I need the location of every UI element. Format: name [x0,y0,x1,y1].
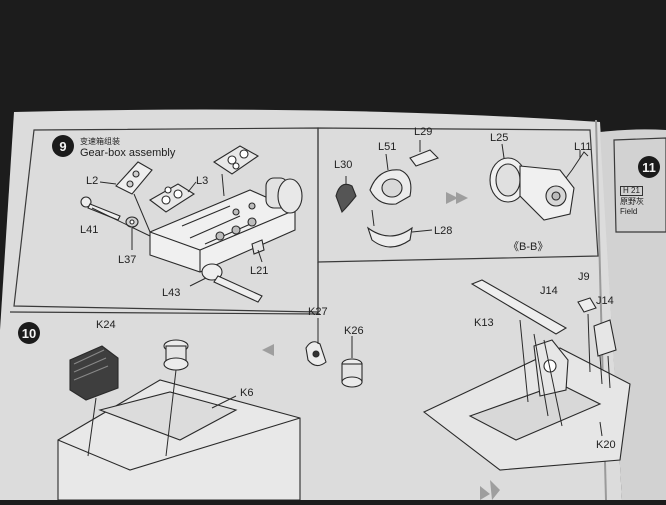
part-label-l3: L3 [196,175,209,187]
part-label-l51: L51 [378,141,397,153]
part-label-j9: J9 [578,271,590,283]
part-label-l29: L29 [414,126,433,138]
part-label-l25: L25 [490,132,509,144]
direction-arrow-bottom [480,480,500,500]
part-top-plate-drawing [212,145,260,175]
part-label-j14: J14 [540,285,558,297]
part-l41-drawing [80,196,121,221]
part-label-k20: K20 [596,439,616,451]
part-l2-drawing [115,161,153,195]
part-label-k13: K13 [474,317,494,329]
part-l3-drawing [149,183,196,213]
section-label-b-b: 《B-B》 [508,241,549,253]
part-j9-drawing [577,297,597,313]
part-label-j14-b: J14 [596,295,614,307]
part-l25-drawing [489,157,575,221]
direction-arrow-small [262,344,274,356]
paint-name-en: Field [620,207,638,216]
part-label-l21: L21 [250,265,269,277]
part-label-l30: L30 [334,159,353,171]
gearbox-drawing [149,177,303,273]
step-11-number: 11 [638,156,660,178]
part-k13-drawing [470,279,568,335]
step-9-title-en: Gear-box assembly [80,147,176,159]
step-10-number: 10 [18,322,40,344]
part-k6-drawing [57,379,301,501]
paint-name-cn: 原野灰 [620,197,644,206]
part-label-l43: L43 [162,287,181,299]
part-j14b-drawing [593,319,617,357]
part-l28-drawing [366,226,413,248]
part-label-k26: K26 [344,325,364,337]
step-9-title-cn: 变速箱组装 [80,137,120,146]
step-9-number: 9 [52,135,74,157]
part-label-k6: K6 [240,387,254,399]
part-label-k27: K27 [308,306,328,318]
part-k24-drawing [69,345,119,401]
part-label-l11: L11 [574,141,592,153]
part-label-l28: L28 [434,225,453,237]
part-l29-drawing [409,149,439,167]
part-k26-drawing [341,358,363,388]
part-l11-drawing [565,151,589,179]
part-k27-drawing [305,341,327,367]
part-label-k24: K24 [96,319,116,331]
part-label-l37: L37 [118,254,137,266]
part-spool-drawing [163,339,189,371]
part-label-l41: L41 [80,224,99,236]
part-l30-drawing [335,183,357,213]
part-l43-drawing [201,263,263,303]
part-l21-drawing [251,239,265,255]
direction-arrow [446,192,468,204]
part-label-l2: L2 [86,175,99,187]
part-l51-drawing [369,169,412,205]
paint-code-box: H 21 [620,186,643,196]
